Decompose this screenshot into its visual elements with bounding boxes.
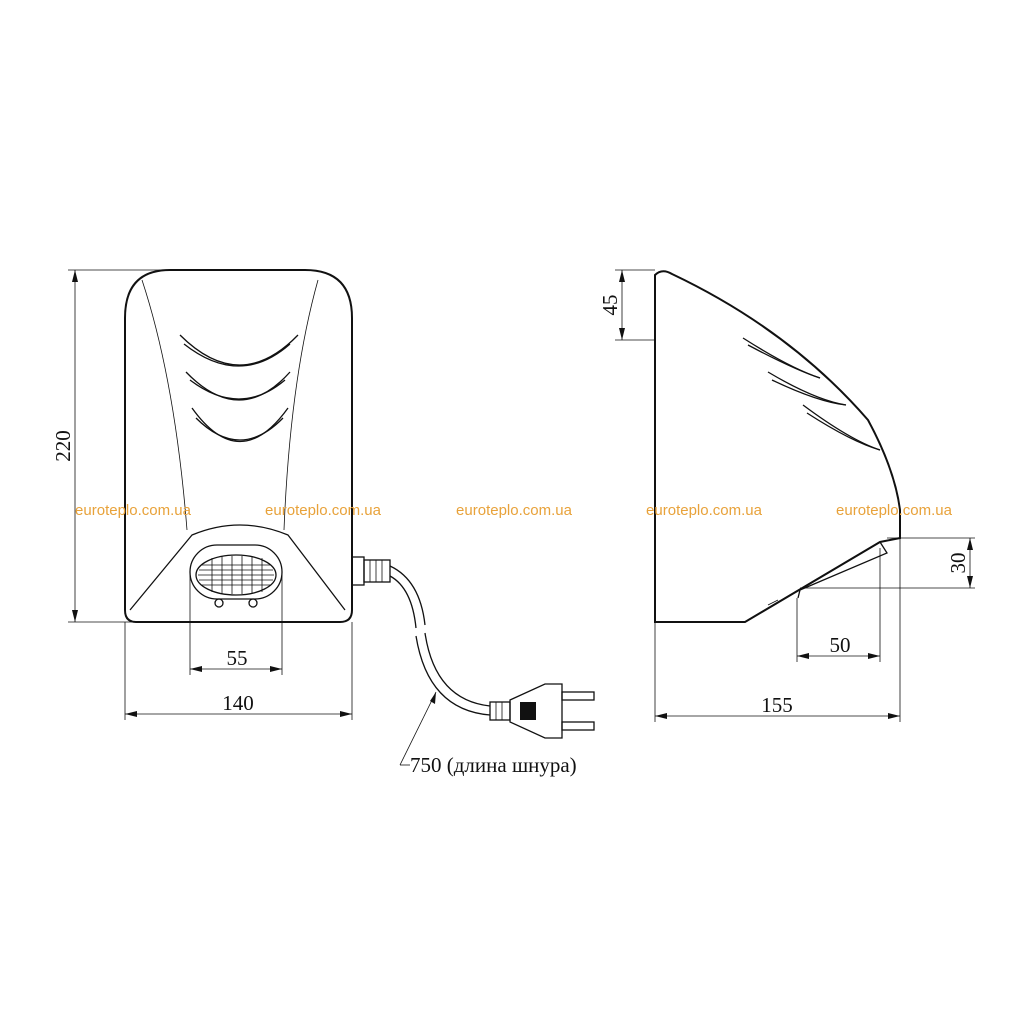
side-vent-grooves (742, 337, 881, 451)
side-body-outline (654, 270, 901, 623)
dim-outlet-depth-label: 50 (830, 633, 851, 657)
nozzle (189, 544, 283, 608)
side-dimensions (615, 269, 975, 722)
dim-height-label: 220 (51, 430, 75, 462)
watermark: euroteplo.com.ua (456, 502, 573, 519)
cord-length-label: 750 (длина шнура) (410, 753, 577, 777)
dim-top-offset-label: 45 (598, 295, 622, 316)
watermark: euroteplo.com.ua (75, 502, 192, 519)
front-body-outline (124, 269, 353, 623)
side-lower-edge (744, 541, 881, 623)
dim-outlet-height-label: 30 (946, 553, 970, 574)
dim-nozzle-label: 55 (227, 646, 248, 670)
power-cord (351, 556, 491, 716)
watermarks: euroteplo.com.ua euroteplo.com.ua eurote… (75, 502, 953, 519)
side-view (654, 270, 901, 623)
power-plug (489, 683, 595, 739)
front-view (124, 269, 595, 739)
vent-grooves (179, 334, 299, 443)
side-outlet (797, 541, 888, 599)
dim-width-label: 140 (222, 691, 254, 715)
front-lower-panel (129, 524, 346, 611)
watermark: euroteplo.com.ua (836, 502, 953, 519)
front-side-curve-left (141, 279, 188, 531)
dim-depth-label: 155 (761, 693, 793, 717)
watermark: euroteplo.com.ua (646, 502, 763, 519)
front-side-curve-right (283, 279, 319, 531)
front-dimensions (68, 269, 437, 766)
watermark: euroteplo.com.ua (265, 502, 382, 519)
nozzle-grille (198, 556, 274, 594)
